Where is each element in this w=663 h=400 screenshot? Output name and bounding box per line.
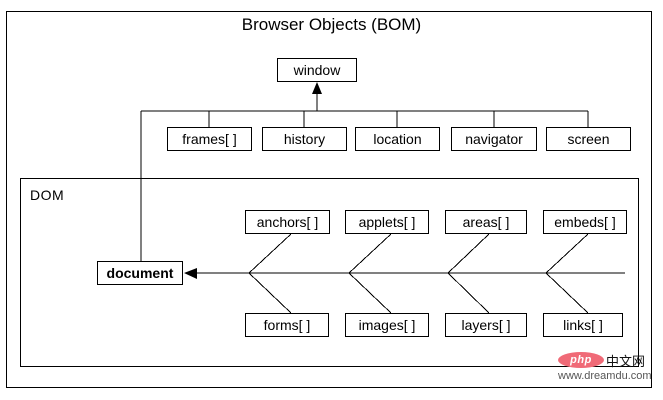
arrowhead-document [184,268,197,279]
rib-images [348,272,392,314]
node-window[interactable]: window [277,58,357,82]
node-location-label: location [373,131,422,147]
node-areas[interactable]: areas[ ] [445,210,527,234]
node-document-label: document [106,265,174,281]
node-navigator-label: navigator [465,131,523,147]
node-layers[interactable]: layers[ ] [445,313,527,337]
rib-links [545,272,589,314]
node-document[interactable]: document [97,261,183,285]
node-anchors-label: anchors[ ] [256,214,319,230]
page-title: Browser Objects (BOM) [241,15,422,34]
node-embeds-label: embeds[ ] [554,214,616,230]
node-areas-label: areas[ ] [462,214,510,230]
dom-container-frame [20,178,639,367]
node-screen-label: screen [567,131,610,147]
node-embeds[interactable]: embeds[ ] [543,210,627,234]
watermark-php-badge: php [558,352,604,368]
watermark-cn-text: 中文网 [606,355,646,370]
node-anchors[interactable]: anchors[ ] [245,210,330,234]
node-screen[interactable]: screen [546,127,631,151]
node-applets-label: applets[ ] [358,214,416,230]
watermark-url: www.dreamdu.com [558,370,652,382]
node-history-label: history [283,131,326,147]
rib-forms [248,272,292,314]
node-frames-label: frames[ ] [182,131,237,147]
node-navigator[interactable]: navigator [451,127,537,151]
rib-anchors [248,233,292,274]
rib-areas [447,233,490,274]
dom-container-label: DOM [30,187,65,203]
node-images[interactable]: images[ ] [345,313,429,337]
node-layers-label: layers[ ] [461,317,511,333]
node-window-label: window [293,62,341,78]
node-applets[interactable]: applets[ ] [345,210,429,234]
node-forms-label: forms[ ] [263,317,311,333]
watermark: php 中文网 www.dreamdu.com [558,352,658,388]
rib-embeds [545,233,589,274]
node-links-label: links[ ] [563,317,603,333]
arrowhead-window [312,82,322,94]
node-links[interactable]: links[ ] [543,313,623,337]
node-frames[interactable]: frames[ ] [167,127,252,151]
rib-applets [348,233,392,274]
bom-container-frame [6,11,652,388]
node-images-label: images[ ] [358,317,416,333]
rib-layers [447,272,490,314]
node-history[interactable]: history [262,127,347,151]
node-location[interactable]: location [355,127,440,151]
node-forms[interactable]: forms[ ] [245,313,329,337]
